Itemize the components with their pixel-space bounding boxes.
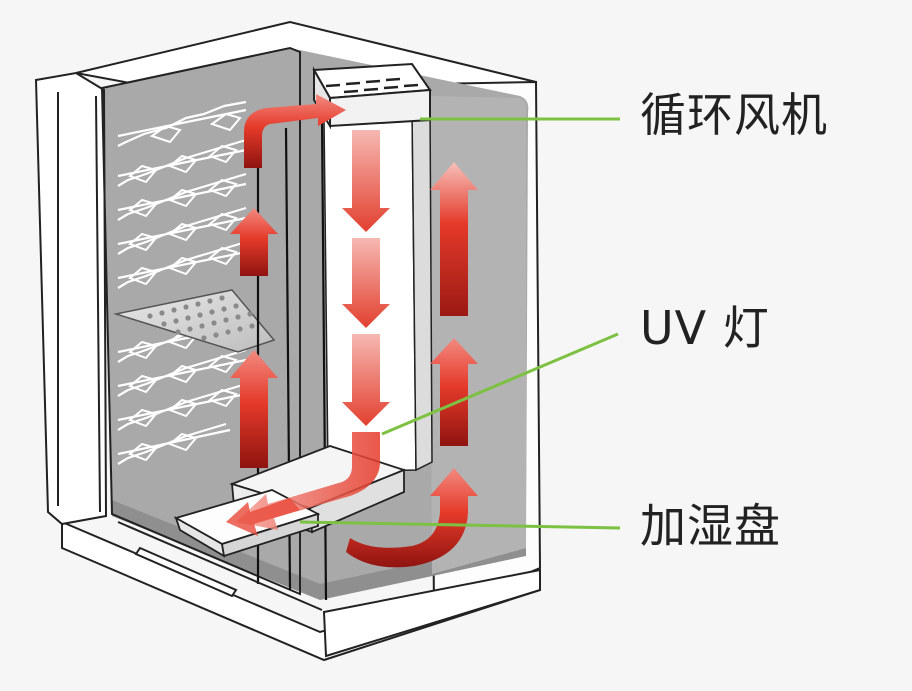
arrow-center-down-1 bbox=[342, 130, 390, 232]
glass-door-outline bbox=[100, 46, 301, 596]
arrow-top-curve bbox=[244, 94, 346, 168]
arrow-right-up-2 bbox=[430, 338, 478, 446]
label-humidifier-tray: 加湿盘 bbox=[640, 499, 781, 553]
leader-lines bbox=[299, 117, 621, 530]
leader-line-uv bbox=[381, 332, 619, 436]
arrow-right-up-1 bbox=[430, 162, 478, 316]
door-frame bbox=[34, 71, 108, 526]
arrow-center-down-3 bbox=[342, 334, 390, 426]
label-circulation-fan: 循环风机 bbox=[640, 88, 828, 142]
perforated-shelf bbox=[113, 289, 276, 353]
door-handle bbox=[134, 546, 238, 598]
arrow-bottom-left bbox=[226, 498, 300, 536]
airflow-arrows bbox=[226, 94, 478, 568]
door-bottom-edge bbox=[117, 521, 323, 611]
label-uv-lamp: UV 灯 bbox=[640, 301, 770, 355]
leader-line-tray bbox=[299, 520, 621, 530]
fan-vent-slots bbox=[325, 77, 419, 94]
arrow-bottom-right-curve bbox=[346, 468, 478, 568]
arrow-left-up-2 bbox=[230, 350, 278, 468]
cabinet-interior-floor bbox=[112, 500, 526, 600]
arrow-left-up-1 bbox=[230, 208, 278, 276]
arrow-center-down-2 bbox=[342, 238, 390, 328]
